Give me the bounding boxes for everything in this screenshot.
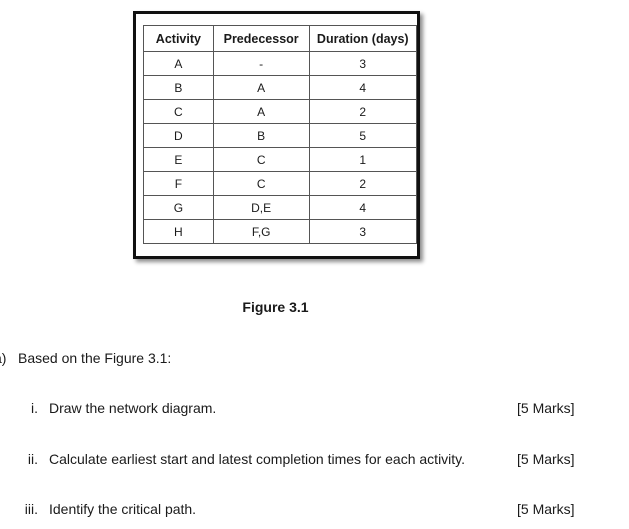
table-row: E C 1 — [143, 147, 418, 172]
cell-predecessor: A — [212, 75, 310, 100]
cell-predecessor: F,G — [212, 219, 310, 244]
cell-activity: G — [143, 195, 214, 220]
question-text: Based on the Figure 3.1: — [18, 350, 172, 366]
cell-duration: 2 — [308, 171, 418, 196]
cell-duration: 4 — [308, 75, 418, 100]
cell-duration: 2 — [308, 99, 418, 124]
cell-duration: 1 — [308, 147, 418, 172]
cell-predecessor: B — [212, 123, 310, 148]
cell-duration: 3 — [308, 219, 418, 244]
cell-activity: C — [143, 99, 214, 124]
cell-predecessor: D,E — [212, 195, 310, 220]
header-activity: Activity — [143, 25, 214, 52]
table-header-row: Activity Predecessor Duration (days) — [143, 25, 418, 52]
table-row: D B 5 — [143, 123, 418, 148]
sub-question-text: Calculate earliest start and latest comp… — [49, 451, 466, 467]
sub-question-marks: [5 Marks] — [517, 451, 575, 467]
cell-activity: D — [143, 123, 214, 148]
table-row: H F,G 3 — [143, 219, 418, 244]
cell-predecessor: C — [212, 147, 310, 172]
table-row: F C 2 — [143, 171, 418, 196]
cell-duration: 4 — [308, 195, 418, 220]
cell-activity: E — [143, 147, 214, 172]
cell-activity: B — [143, 75, 214, 100]
table-row: B A 4 — [143, 75, 418, 100]
sub-question-marks: [5 Marks] — [517, 501, 575, 517]
sub-question-numeral: iii. — [24, 501, 38, 517]
figure-caption: Figure 3.1 — [242, 299, 309, 315]
table-row: G D,E 4 — [143, 195, 418, 220]
sub-question-numeral: ii. — [27, 451, 38, 467]
question-intro: a) Based on the Figure 3.1: — [0, 350, 171, 366]
cell-predecessor: - — [212, 51, 310, 76]
cell-duration: 3 — [308, 51, 418, 76]
table-row: C A 2 — [143, 99, 418, 124]
header-predecessor: Predecessor — [212, 25, 310, 52]
cell-activity: H — [143, 219, 214, 244]
cell-duration: 5 — [308, 123, 418, 148]
sub-question-text: Identify the critical path. — [49, 501, 197, 517]
sub-question-numeral: i. — [31, 400, 38, 416]
figure-frame: Activity Predecessor Duration (days) A -… — [133, 11, 420, 259]
question-number: a) — [0, 350, 7, 366]
cell-activity: A — [143, 51, 214, 76]
sub-question-text: Draw the network diagram. — [49, 400, 217, 416]
cell-predecessor: A — [212, 99, 310, 124]
cell-activity: F — [143, 171, 214, 196]
table-row: A - 3 — [143, 51, 418, 76]
activity-table: Activity Predecessor Duration (days) A -… — [143, 25, 418, 244]
header-duration: Duration (days) — [308, 25, 418, 52]
cell-predecessor: C — [212, 171, 310, 196]
sub-question-marks: [5 Marks] — [517, 400, 575, 416]
